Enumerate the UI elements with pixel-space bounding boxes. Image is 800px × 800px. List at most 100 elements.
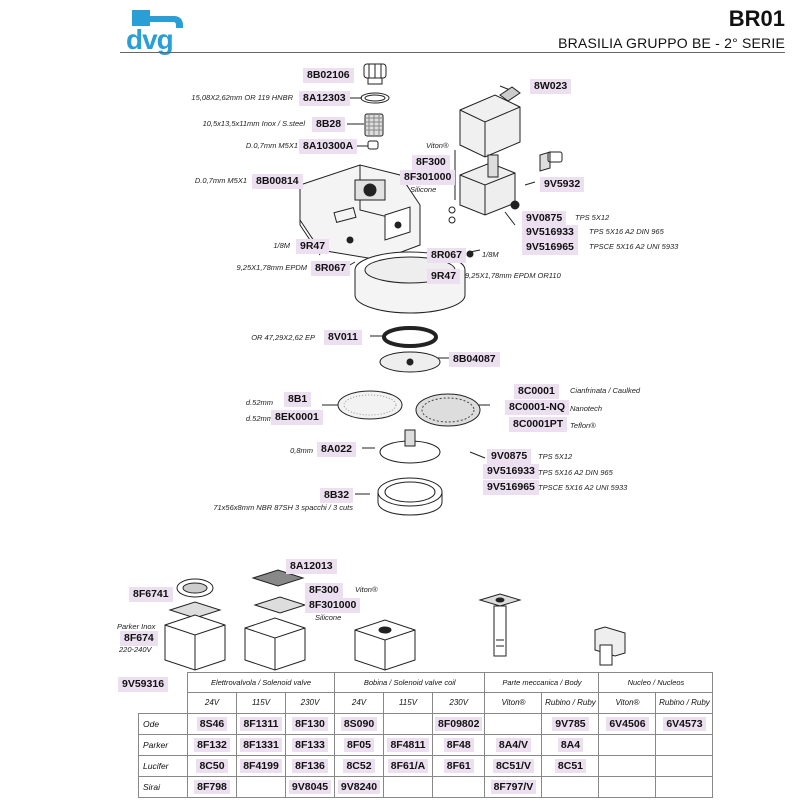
table-cell: 8F48 [431, 733, 486, 756]
part-note: 1/8M [273, 241, 290, 250]
part-note: D.0,7mm M5X1 [245, 141, 298, 150]
part-note: Teflon® [570, 421, 596, 430]
table-cell [431, 775, 486, 798]
table-cell: 9V785 [541, 712, 600, 735]
part-code: 9V8045 [288, 779, 332, 794]
table-cell [598, 754, 657, 777]
table-cell: 8S090 [334, 712, 384, 735]
group-header: Nucleo / Nucleos [598, 672, 714, 693]
part-note: TPS 5X16 A2 DIN 965 [589, 227, 664, 236]
part-code: 8W023 [530, 79, 572, 94]
table-cell: 8F09802 [431, 712, 486, 735]
part-code: 8F61/A [387, 758, 429, 773]
part-code: 8F1331 [240, 737, 282, 752]
part-code: 9V59316 [118, 677, 169, 692]
part-code: 8F05 [344, 737, 374, 752]
part-code: 8R067 [427, 248, 466, 263]
table-cell [484, 712, 543, 735]
parts-table: Elettrovalvola / Solenoid valve Bobina /… [138, 672, 714, 798]
part-code: 8B32 [320, 488, 354, 503]
part-code: 8F132 [194, 737, 230, 752]
part-note: TPS 5X12 [538, 452, 573, 461]
table-cell: 8F133 [285, 733, 335, 756]
table-cell: 8F1311 [236, 712, 286, 735]
table-cell: 9V8240 [334, 775, 384, 798]
page-code: BR01 [728, 6, 785, 31]
table-cell: 6V4573 [655, 712, 714, 735]
table-cell: 9V8045 [285, 775, 335, 798]
table-cell: 8F1331 [236, 733, 286, 756]
table-cell [598, 775, 657, 798]
row-label: Ode [138, 712, 188, 735]
row-label: Parker [138, 733, 188, 756]
part-code: 8V011 [324, 330, 362, 345]
table-cell: 8F05 [334, 733, 384, 756]
part-code: 9V516933 [483, 464, 539, 479]
part-code: 8A022 [317, 442, 356, 457]
part-note: 15,08X2,62mm OR 119 HNBR [191, 93, 293, 102]
column-header: 230V [285, 692, 335, 714]
part-code: 8F674 [120, 631, 158, 646]
table-cell: 8F130 [285, 712, 335, 735]
part-code: 8F48 [443, 737, 474, 752]
part-code: 8F301000 [400, 170, 456, 185]
table-cell: 6V4506 [598, 712, 657, 735]
column-header: 24V [187, 692, 237, 714]
table-cell: 8A4/V [484, 733, 543, 756]
table-cell: 8F136 [285, 754, 335, 777]
table-cell [541, 775, 600, 798]
part-code: 8A10300A [299, 139, 358, 154]
part-code: 9V8240 [337, 779, 381, 794]
header-divider [120, 52, 785, 53]
part-note: Silicone [410, 185, 437, 194]
part-code: 8C51/V [492, 758, 534, 773]
part-code: 8F798 [194, 779, 230, 794]
part-code: 6V4506 [606, 716, 649, 731]
part-code: 9R47 [296, 239, 330, 254]
part-code: 8A4 [557, 737, 584, 752]
part-code: 8F301000 [305, 598, 361, 613]
part-note: 71x56x8mm NBR 87SH 3 spacchi / 3 cuts [213, 503, 353, 512]
column-header: 230V [431, 692, 486, 714]
part-note: Nanotech [570, 404, 603, 413]
part-code: 8R067 [311, 261, 350, 276]
page-subtitle: BRASILIA GRUPPO BE - 2° SERIE [558, 35, 785, 51]
table-cell [383, 775, 433, 798]
table-cell: 8C51 [541, 754, 600, 777]
part-code: 8A12013 [286, 559, 337, 574]
part-code: 8B28 [312, 117, 346, 132]
part-code: 8C52 [343, 758, 375, 773]
part-code: 9V785 [552, 716, 589, 731]
part-code: 9V516965 [522, 240, 578, 255]
table-cell: 8A4 [541, 733, 600, 756]
table-cell [236, 775, 286, 798]
table-cell [655, 754, 714, 777]
table-sub-row: 24V 115V 230V 24V 115V 230V Viton® Rubin… [139, 692, 714, 714]
part-note: OR 47,29X2,62 EP [251, 333, 315, 342]
part-note: D.0,7mm M5X1 [194, 176, 247, 185]
part-code: 6V4573 [663, 716, 706, 731]
row-label: Lucifer [138, 754, 188, 777]
part-note: TPS 5X16 A2 DIN 965 [538, 468, 613, 477]
part-note: TPS 5X12 [575, 213, 610, 222]
brand-name: dvg [126, 24, 174, 55]
table-cell [655, 733, 714, 756]
part-note: Viton® [426, 141, 449, 150]
part-code: 8F61 [443, 758, 474, 773]
column-header: Viton® [598, 692, 657, 714]
column-header: 24V [334, 692, 384, 714]
part-code: 9V516933 [522, 225, 578, 240]
part-code: 8F130 [292, 716, 328, 731]
column-header: Viton® [484, 692, 543, 714]
table-cell: 8S46 [187, 712, 237, 735]
part-code: 8A12303 [299, 91, 350, 106]
part-note: 9,25X1,78mm EPDM OR110 [465, 271, 561, 280]
part-code: 8A4/V [495, 737, 532, 752]
part-note: Viton® [355, 585, 378, 594]
column-header: Rubino / Ruby [541, 692, 600, 714]
table-cell: 8F132 [187, 733, 237, 756]
table-cell: 8F4811 [383, 733, 433, 756]
